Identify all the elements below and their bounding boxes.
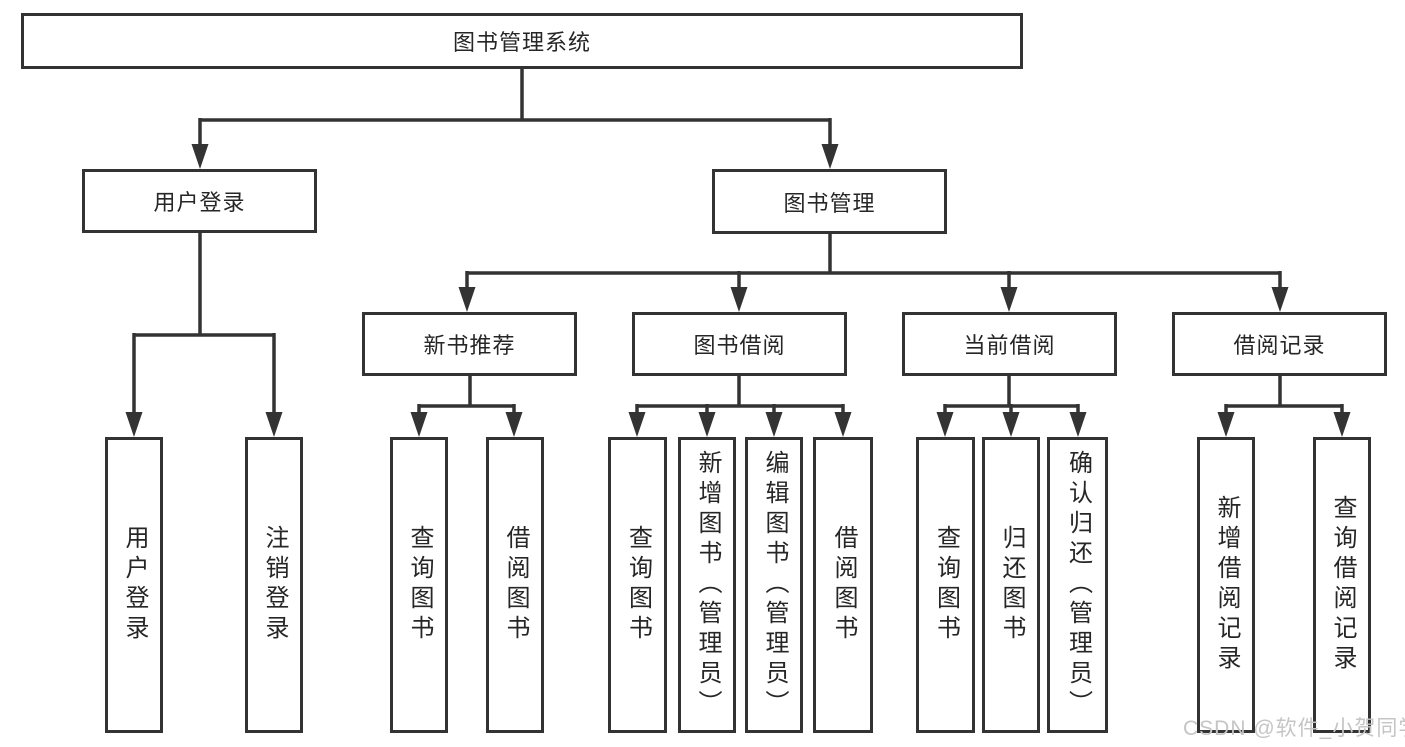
node-current-borrow: 当前借阅 bbox=[902, 312, 1117, 376]
leaf-edit-book-admin: 编辑图书（管理员） bbox=[745, 437, 803, 733]
leaf-query-borrow-record: 查询借阅记录 bbox=[1313, 437, 1371, 733]
leaf-query-books-borrow: 查询图书 bbox=[608, 437, 667, 733]
leaf-borrow-books-recommend: 借阅图书 bbox=[486, 437, 544, 733]
leaf-add-book-admin: 新增图书（管理员） bbox=[678, 437, 736, 733]
node-new-book-recommend: 新书推荐 bbox=[362, 312, 577, 376]
node-book-borrow: 图书借阅 bbox=[632, 312, 847, 376]
leaf-return-books: 归还图书 bbox=[982, 437, 1040, 733]
leaf-add-borrow-record: 新增借阅记录 bbox=[1197, 437, 1255, 733]
leaf-query-books-recommend: 查询图书 bbox=[390, 437, 448, 733]
leaf-query-books-current: 查询图书 bbox=[916, 437, 975, 733]
leaf-user-login: 用户登录 bbox=[105, 437, 163, 733]
node-borrow-records: 借阅记录 bbox=[1172, 312, 1387, 376]
node-book-management-branch: 图书管理 bbox=[712, 169, 947, 234]
leaf-confirm-return-admin: 确认归还（管理员） bbox=[1047, 437, 1108, 733]
watermark: CSDN @软件_小贺同学 bbox=[1183, 717, 1405, 740]
leaf-logout: 注销登录 bbox=[245, 437, 303, 733]
node-root-system: 图书管理系统 bbox=[21, 13, 1023, 69]
leaf-borrow-books: 借阅图书 bbox=[813, 437, 873, 733]
node-user-login-branch: 用户登录 bbox=[82, 169, 317, 233]
